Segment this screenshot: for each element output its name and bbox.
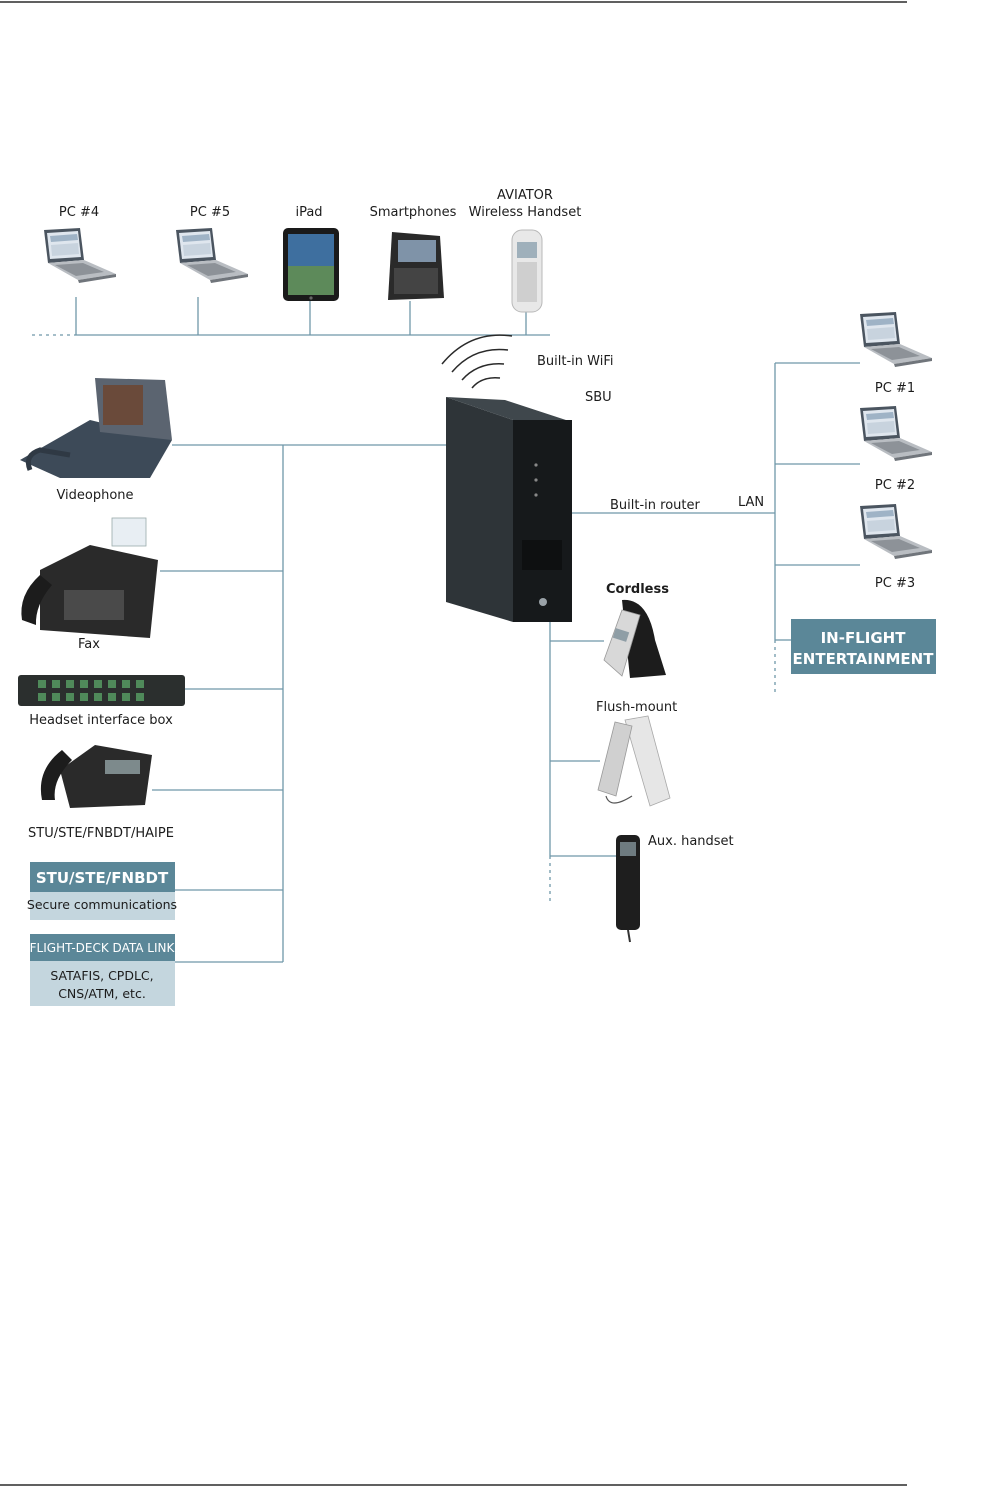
pc2-label: PC #2 bbox=[875, 478, 915, 493]
videophone-label: Videophone bbox=[56, 488, 133, 503]
pc1-label: PC #1 bbox=[875, 381, 915, 396]
connector-lines bbox=[32, 297, 860, 963]
flight-deck-sub-line1: SATAFIS, CPDLC, bbox=[50, 968, 153, 983]
laptop-icon bbox=[860, 406, 932, 461]
flush-mount-phone-icon bbox=[597, 715, 671, 807]
laptop-icon bbox=[176, 228, 248, 283]
laptop-icon bbox=[44, 228, 116, 283]
laptop-icon bbox=[860, 312, 932, 367]
fax-icon bbox=[21, 517, 158, 638]
flight-deck-title: FLIGHT-DECK DATA LINK bbox=[30, 941, 176, 955]
pc4-label: PC #4 bbox=[59, 205, 99, 220]
headset-box-label: Headset interface box bbox=[29, 713, 173, 728]
router-label: Built-in router bbox=[610, 498, 701, 513]
cordless-phone-icon bbox=[603, 599, 666, 678]
flush-mount-label: Flush-mount bbox=[596, 700, 677, 715]
wifi-icon bbox=[441, 334, 513, 389]
desk-phone-icon bbox=[40, 745, 152, 808]
wifi-label: Built-in WiFi bbox=[537, 354, 613, 369]
ife-title-line1: IN-FLIGHT bbox=[821, 629, 907, 647]
secure-comms-title: STU/STE/FNBDT bbox=[36, 869, 169, 887]
ife-title-line2: ENTERTAINMENT bbox=[793, 650, 935, 668]
aux-handset-label: Aux. handset bbox=[648, 834, 734, 849]
flight-deck-box: FLIGHT-DECK DATA LINK SATAFIS, CPDLC, CN… bbox=[30, 934, 176, 1006]
aviator-label-line2: Wireless Handset bbox=[469, 205, 582, 220]
tablet-icon bbox=[283, 228, 339, 301]
laptop-icon bbox=[860, 504, 932, 559]
smartphones-label: Smartphones bbox=[370, 205, 457, 220]
sbu-unit bbox=[446, 397, 572, 622]
flight-deck-sub-line2: CNS/ATM, etc. bbox=[58, 986, 146, 1001]
sbu-label: SBU bbox=[585, 390, 612, 405]
smartphone-icon bbox=[388, 232, 444, 300]
secure-comms-box: STU/STE/FNBDT Secure communications bbox=[27, 862, 177, 920]
lan-label: LAN bbox=[738, 495, 764, 510]
headset-interface-box-icon bbox=[18, 675, 185, 706]
ipad-label: iPad bbox=[295, 205, 322, 220]
fax-label: Fax bbox=[78, 637, 100, 652]
aux-handset-icon bbox=[616, 835, 640, 943]
secure-comms-subtitle: Secure communications bbox=[27, 897, 177, 912]
videophone-icon bbox=[20, 378, 172, 478]
wireless-handset-icon bbox=[511, 229, 543, 313]
aviator-label-line1: AVIATOR bbox=[497, 188, 553, 203]
cordless-label: Cordless bbox=[606, 582, 669, 597]
pc5-label: PC #5 bbox=[190, 205, 230, 220]
stu-phone-label: STU/STE/FNBDT/HAIPE bbox=[28, 826, 174, 841]
pc3-label: PC #3 bbox=[875, 576, 915, 591]
ife-box: IN-FLIGHT ENTERTAINMENT bbox=[791, 619, 936, 674]
